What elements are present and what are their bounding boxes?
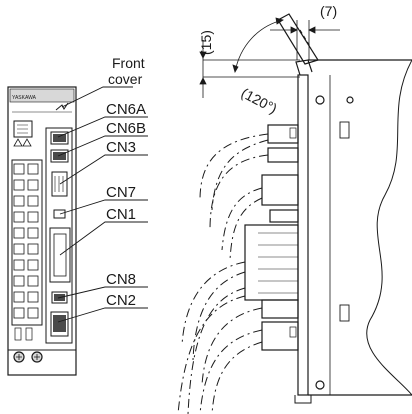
cn8-label: CN8 xyxy=(106,271,136,288)
cn6a-label: CN6A xyxy=(106,101,146,118)
cn2-label: CN2 xyxy=(106,292,136,309)
cables xyxy=(177,133,269,414)
cn1-label: CN1 xyxy=(106,206,136,223)
front-cover-label-line1: Front xyxy=(112,55,145,71)
drive-front-view xyxy=(7,86,77,376)
dim-120-label: (120°) xyxy=(239,85,280,117)
dim-15-label: (15) xyxy=(198,30,214,55)
brand-label: YASKAWA xyxy=(12,95,37,101)
cn7-label: CN7 xyxy=(106,184,136,201)
dim-7-label: (7) xyxy=(320,3,337,19)
leader-lines xyxy=(57,86,148,323)
front-cover-label-line2: cover xyxy=(108,71,143,87)
terminal-screws xyxy=(13,163,39,319)
dimension-lines xyxy=(199,17,340,98)
drive-side-view xyxy=(244,13,412,404)
cn6b-label: CN6B xyxy=(106,120,146,137)
cn3-label: CN3 xyxy=(106,139,136,156)
